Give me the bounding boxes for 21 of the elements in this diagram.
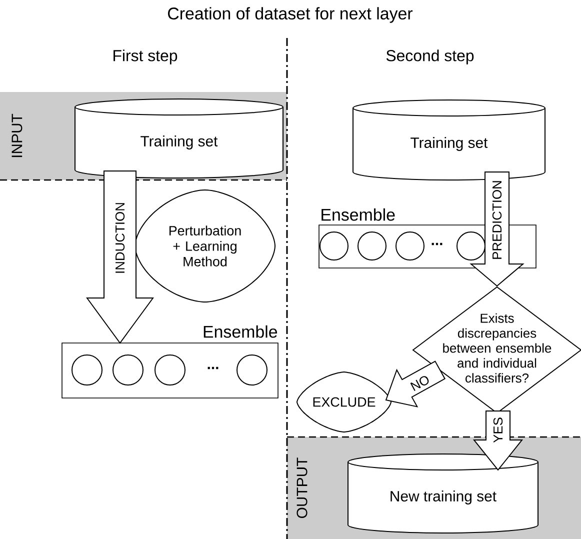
cylinder: Training set [352, 100, 546, 180]
title: Creation of dataset for next layer [168, 7, 413, 23]
edge-label: INDUCTION [114, 202, 126, 274]
circle [396, 232, 424, 260]
hollow-arrow [86, 170, 154, 344]
ellipsis: ... [432, 242, 442, 246]
circle [456, 232, 486, 260]
circle [320, 232, 348, 260]
circle [112, 354, 144, 386]
column-heading: First step [114, 50, 178, 64]
circle [236, 354, 268, 386]
circle [358, 232, 386, 260]
heading: Ensemble [322, 208, 395, 221]
cylinder: Training set [74, 98, 284, 178]
ellipsis: ... [208, 366, 218, 370]
edge-label: PREDICTION [492, 180, 502, 260]
circle [154, 354, 186, 386]
column-heading: Second step [386, 50, 474, 64]
heading: Ensemble [204, 325, 278, 338]
cylinder: New training set [348, 454, 538, 534]
circle [72, 354, 102, 386]
